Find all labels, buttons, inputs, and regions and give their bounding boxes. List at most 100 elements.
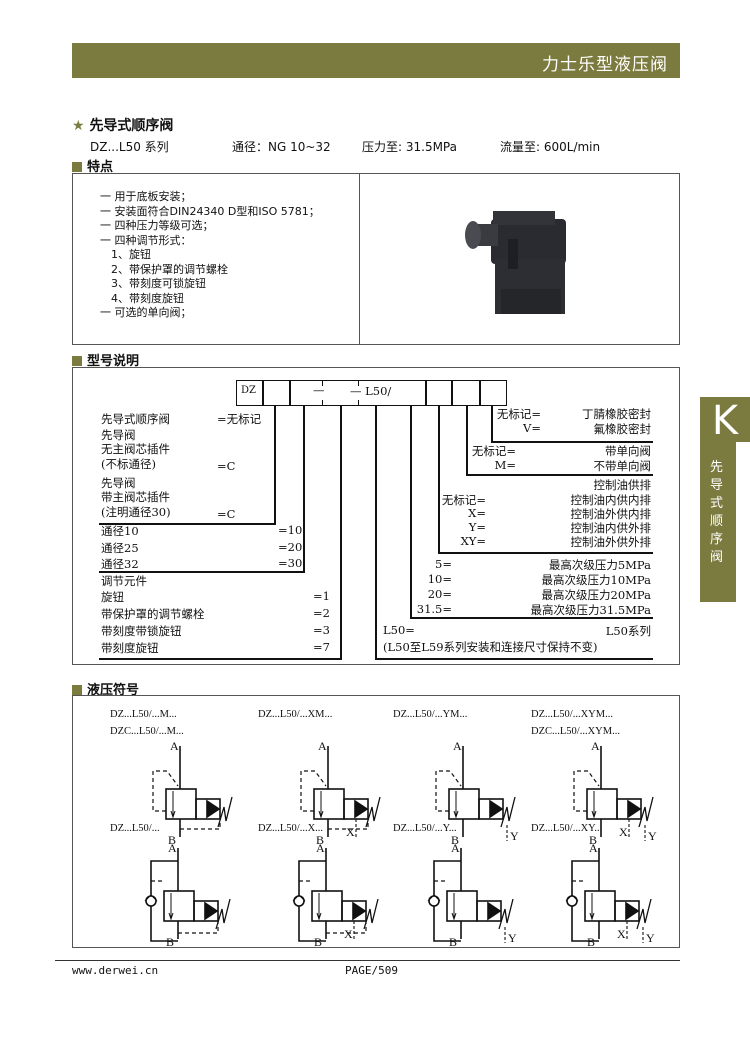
- side-tab[interactable]: K 先导式顺序阀: [700, 397, 750, 602]
- model-option-desc: 最高次级压力20MPa: [541, 588, 652, 602]
- model-option-desc: 丁腈橡胶密封: [582, 407, 651, 421]
- model-option-code: =20: [278, 540, 303, 554]
- product-title-text: 先导式顺序阀: [89, 118, 174, 134]
- model-option-label: (不标通径): [101, 457, 156, 471]
- valve-symbol-icon: [435, 746, 516, 841]
- model-option-code: =C: [217, 459, 236, 473]
- model-option-desc: 控制油供排: [593, 478, 652, 492]
- port-b-label: B: [449, 935, 458, 949]
- model-option-label: 无主阀芯插件: [101, 442, 170, 456]
- model-option-code: 无标记=: [496, 407, 541, 421]
- model-option-code: =1: [313, 589, 330, 603]
- port-b-label: B: [587, 935, 596, 949]
- valve-photo: [465, 211, 566, 314]
- port-y-label: Y: [648, 829, 657, 843]
- connector-line: [303, 406, 305, 571]
- port-b-label: B: [316, 833, 325, 847]
- model-option-label: 调节元件: [101, 574, 147, 588]
- symbols-box: [72, 695, 680, 948]
- series: DZ...L50 系列: [90, 140, 169, 154]
- header-bar: 力士乐型液压阀: [72, 43, 680, 78]
- symbol-label: DZ...L50/...XY...: [531, 823, 603, 834]
- model-option-code: Y=: [468, 520, 486, 534]
- port-b-label: B: [589, 833, 598, 847]
- symbols-heading: 液压符号: [72, 679, 139, 698]
- pressure: 压力至: 31.5MPa: [362, 140, 457, 154]
- code-cell: [262, 380, 291, 406]
- connector-line: [410, 406, 412, 617]
- model-option-label: 带保护罩的调节螺栓: [101, 607, 205, 621]
- code-l50: — L50/: [350, 384, 392, 398]
- model-option-desc: 带单向阀: [605, 444, 651, 458]
- connector-line: [99, 523, 276, 525]
- connector-line: [375, 658, 653, 660]
- port-a-label: A: [591, 739, 600, 753]
- valve-symbol-icon: [292, 848, 379, 942]
- side-tab-letter: K: [711, 398, 739, 444]
- code-cell: [425, 380, 453, 406]
- model-option-code: =无标记: [217, 412, 262, 426]
- connector-line: [99, 658, 342, 660]
- code-cell-dz: DZ: [241, 385, 256, 396]
- model-option-code: 无标记=: [441, 493, 486, 507]
- connector-line: [438, 552, 653, 554]
- symbol-label: DZ...L50/...: [110, 823, 160, 834]
- model-option-code: =10: [278, 523, 303, 537]
- code-cell: [451, 380, 481, 406]
- model-heading: 型号说明: [72, 350, 139, 369]
- model-option-code: =7: [313, 640, 330, 654]
- port-a-label: A: [453, 739, 462, 753]
- code-divider: [322, 380, 323, 386]
- symbol-label: DZ...L50/...M...: [110, 709, 177, 720]
- connector-line: [491, 406, 493, 441]
- code-cell: [236, 380, 264, 406]
- model-option-label: 先导式顺序阀: [101, 412, 170, 426]
- flow: 流量至: 600L/min: [500, 140, 601, 154]
- valve-symbol-icon: [565, 848, 652, 943]
- code-divider: [322, 400, 323, 406]
- port-x-label: X: [619, 825, 628, 839]
- valve-symbol-icon: [573, 746, 654, 841]
- port-a-label: A: [170, 739, 179, 753]
- model-option-label: 先导阀: [101, 428, 136, 442]
- model-option-code: L50=: [383, 623, 415, 637]
- feature-item: 一 安装面符合DIN24340 D型和ISO 5781；: [100, 204, 320, 218]
- code-dash: —: [313, 383, 325, 397]
- model-option-code: 20=: [427, 587, 452, 601]
- model-option-desc: 氟橡胶密封: [593, 422, 652, 436]
- model-option-label: 带刻度带锁旋钮: [101, 624, 182, 638]
- symbol-label: DZ...L50/...X...: [258, 823, 324, 834]
- port-b-label: B: [314, 935, 323, 949]
- valve-symbol-icon: [427, 848, 514, 943]
- star-icon: ★: [72, 118, 85, 134]
- bore: 通径：NG 10~32: [232, 140, 331, 154]
- model-option-label: 带主阀芯插件: [101, 490, 170, 504]
- feature-item: 一 四种压力等级可选；: [100, 219, 214, 232]
- port-x-label: X: [617, 927, 626, 941]
- model-option-label: 通径25: [101, 541, 139, 555]
- model-option-label: (注明通径30): [101, 505, 171, 519]
- valve-symbol-icon: [300, 746, 381, 837]
- page-number: PAGE/509: [345, 964, 398, 977]
- connector-line: [410, 617, 653, 619]
- port-y-label: Y: [510, 829, 519, 843]
- side-tab-text: 先导式顺序阀: [710, 460, 724, 565]
- footer-url[interactable]: www.derwei.cn: [72, 964, 159, 977]
- connector-line: [274, 406, 276, 523]
- model-option-desc: 控制油外供内排: [570, 507, 652, 521]
- port-y-label: Y: [508, 931, 517, 945]
- symbol-label: DZC...L50/...M...: [110, 726, 184, 737]
- port-a-label: A: [316, 841, 325, 855]
- header-title: 力士乐型液压阀: [542, 55, 668, 75]
- model-option-label: 旋钮: [101, 590, 124, 604]
- model-option-label: 先导阀: [101, 476, 136, 490]
- symbol-label: DZC...L50/...XYM...: [531, 726, 620, 737]
- model-option-desc: 最高次级压力31.5MPa: [530, 603, 651, 617]
- model-option-label: 通径10: [101, 524, 139, 538]
- valve-symbol-icon: [144, 848, 231, 942]
- model-option-code: 无标记=: [471, 444, 516, 458]
